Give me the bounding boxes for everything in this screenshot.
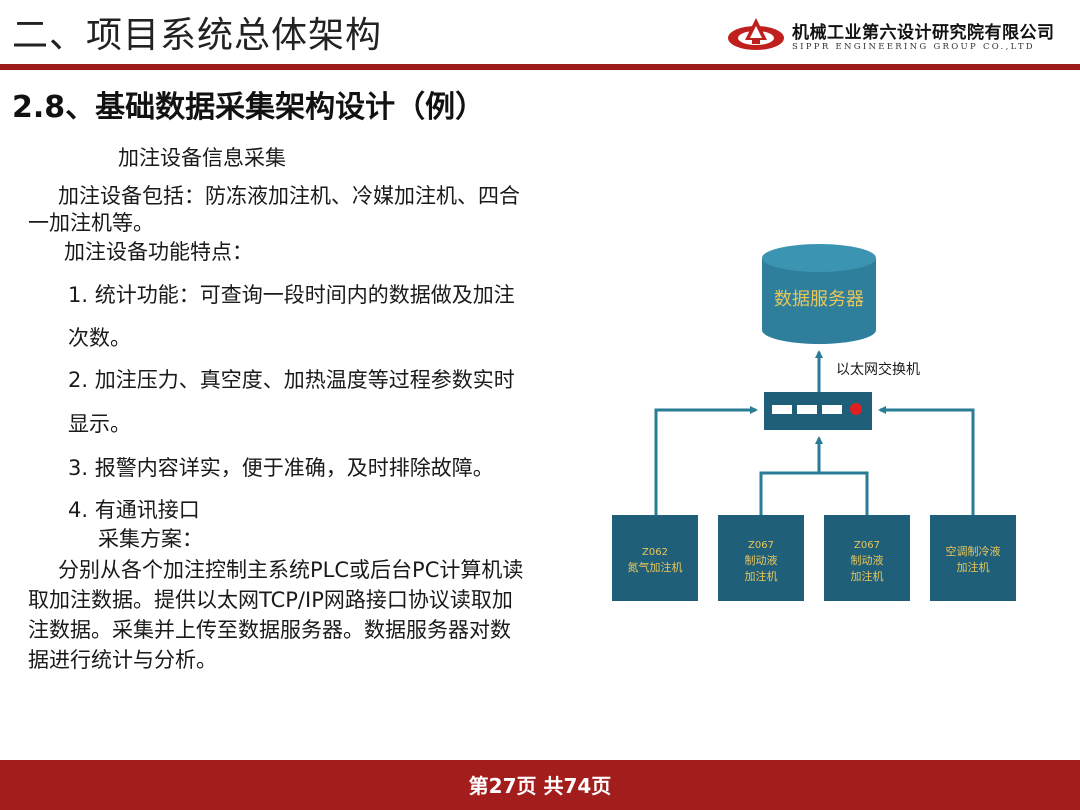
- header-divider: [0, 64, 1080, 70]
- device-4-name: 空调制冷液: [946, 544, 1001, 558]
- header: 二、项目系统总体架构 机械工业第六设计研究院有限公司 SIPPR ENGINEE…: [0, 0, 1080, 62]
- company-name-cn: 机械工业第六设计研究院有限公司: [792, 23, 1055, 43]
- device-box-1: Z062 氮气加注机: [612, 515, 698, 601]
- device-4-type: 加注机: [957, 560, 990, 574]
- plan-line2: 取加注数据。提供以太网TCP/IP网路接口协议读取加: [28, 588, 513, 612]
- feature-item-1-line2: 次数。: [68, 326, 131, 350]
- server-cylinder-body: [762, 258, 876, 344]
- ethernet-switch-node: [764, 392, 872, 430]
- device4-connector: [878, 406, 975, 515]
- device-3-name: 制动液: [851, 553, 884, 567]
- device-2-code: Z067: [748, 540, 774, 551]
- para1-line2: 一加注机等。: [28, 211, 154, 235]
- page-number: 第27页 共74页: [468, 774, 612, 798]
- device-box-2: Z067 制动液 加注机: [718, 515, 804, 601]
- device2-3-connector: [759, 471, 869, 515]
- company-logo-icon: [728, 18, 784, 50]
- features-heading: 加注设备功能特点：: [64, 240, 253, 264]
- device-1-code: Z062: [642, 547, 668, 558]
- switch-label: 以太网交换机: [836, 361, 920, 378]
- device-1-name: 氮气加注机: [628, 560, 683, 574]
- para1-line1: 加注设备包括：防冻液加注机、冷媒加注机、四合: [58, 184, 520, 208]
- switch-port-1: [772, 405, 792, 414]
- switch-port-2: [797, 405, 817, 414]
- page-title: 2.8、基础数据采集架构设计（例）: [12, 90, 486, 125]
- company-name-en: SIPPR ENGINEERING GROUP CO.,LTD: [792, 42, 1035, 52]
- feature-item-3: 3. 报警内容详实，便于准确，及时排除故障。: [68, 456, 494, 480]
- feature-item-2-line1: 2. 加注压力、真空度、加热温度等过程参数实时: [68, 368, 515, 392]
- content-subtitle: 加注设备信息采集: [118, 146, 286, 170]
- feature-item-1-line1: 1. 统计功能：可查询一段时间内的数据做及加注: [68, 283, 515, 307]
- feature-item-2-line2: 显示。: [68, 412, 131, 436]
- feature-item-4: 4. 有通讯接口: [68, 498, 200, 522]
- device-2-type: 加注机: [745, 569, 778, 583]
- data-server-node: 数据服务器: [762, 244, 876, 344]
- plan-line1: 分别从各个加注控制主系统PLC或后台PC计算机读: [58, 558, 524, 582]
- device-3-type: 加注机: [851, 569, 884, 583]
- device-3-code: Z067: [854, 540, 880, 551]
- device-2-name: 制动液: [745, 553, 778, 567]
- device-box-4: 空调制冷液 加注机: [930, 515, 1016, 601]
- switch-indicator-light: [850, 403, 862, 415]
- plan-line3: 注数据。采集并上传至数据服务器。数据服务器对数: [28, 618, 511, 642]
- device-box-3: Z067 制动液 加注机: [824, 515, 910, 601]
- footer-bar: 第27页 共74页: [0, 760, 1080, 810]
- plan-heading: 采集方案：: [98, 527, 203, 551]
- plan-line4: 据进行统计与分析。: [28, 648, 217, 672]
- switch-port-3: [822, 405, 842, 414]
- server-label: 数据服务器: [774, 289, 864, 310]
- device1-connector: [654, 406, 758, 515]
- server-cylinder-top: [762, 244, 876, 272]
- slide-section-title: 二、项目系统总体架构: [12, 15, 383, 56]
